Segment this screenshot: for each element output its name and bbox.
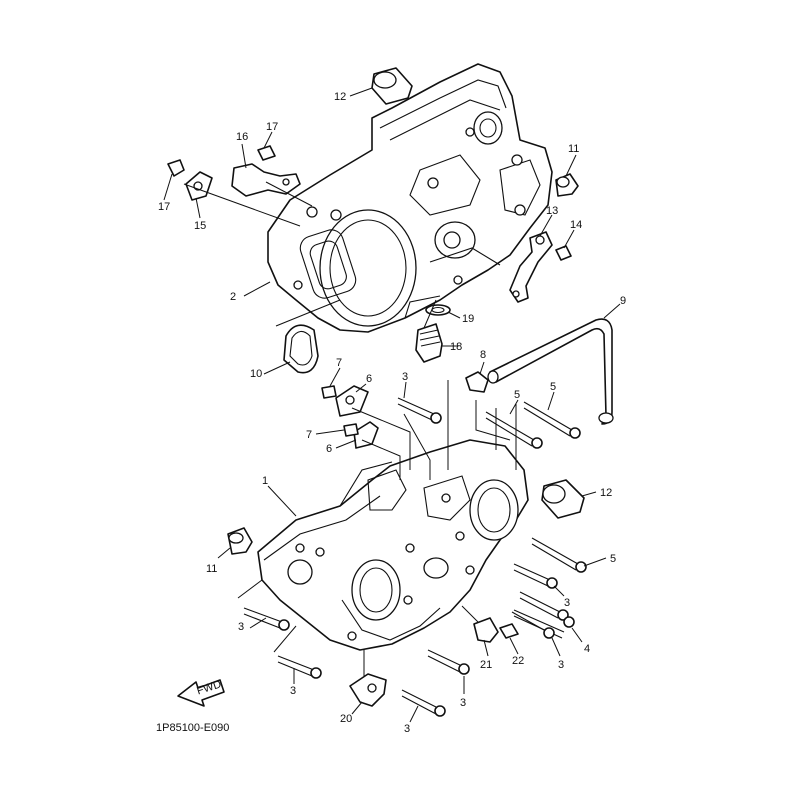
- callout-8: 8: [480, 349, 486, 361]
- plate-13: [509, 231, 553, 303]
- bushing-12-lower: [541, 479, 585, 519]
- crankcase-half-2: [267, 63, 553, 333]
- bolt-3-b: [513, 563, 558, 589]
- bolt-17-b: [257, 145, 276, 161]
- bolt-5-c: [531, 537, 587, 573]
- dowel-11-lower: [227, 527, 253, 555]
- callout-3-a: 3: [402, 371, 408, 383]
- callout-11-lower: 11: [206, 563, 217, 575]
- washer-19: [425, 304, 451, 316]
- callout-3-e: 3: [290, 685, 296, 697]
- bolt-3-c: [519, 591, 569, 621]
- bolt-17-a: [167, 159, 185, 177]
- callout-12-top: 12: [334, 91, 346, 103]
- callout-3-g: 3: [404, 723, 410, 735]
- callout-1: 1: [262, 475, 268, 487]
- sensor-21: [473, 617, 499, 643]
- fitting-8: [465, 371, 489, 393]
- callout-6-upper: 6: [366, 373, 372, 385]
- bolt-5-a: [523, 401, 581, 439]
- callout-15: 15: [194, 220, 206, 232]
- callout-12-lower: 12: [600, 487, 612, 499]
- bolt-22: [499, 623, 519, 639]
- callout-3-c: 3: [558, 659, 564, 671]
- callout-3-b: 3: [564, 597, 570, 609]
- callout-9: 9: [620, 295, 626, 307]
- callout-11-top: 11: [568, 143, 579, 155]
- clip-6-upper: [335, 385, 369, 417]
- callout-6-lower: 6: [326, 443, 332, 455]
- bolt-3-h: [401, 689, 446, 717]
- bolt-14: [555, 245, 572, 261]
- callout-13: 13: [546, 205, 558, 217]
- bolt-3-f: [277, 655, 322, 679]
- clip-6-lower: [353, 421, 379, 449]
- bolt-7-upper: [321, 385, 337, 399]
- callout-20: 20: [340, 713, 352, 725]
- assembly-guide-lines: [183, 181, 517, 676]
- bolt-5-b: [485, 411, 543, 449]
- callout-18: 18: [450, 341, 462, 353]
- callout-5-b: 5: [514, 389, 520, 401]
- callout-21: 21: [480, 659, 492, 671]
- forward-direction-badge: FWD: [177, 678, 225, 707]
- callout-2: 2: [230, 291, 236, 303]
- callout-5-a: 5: [550, 381, 556, 393]
- bolt-3-g: [427, 649, 470, 675]
- callout-10: 10: [250, 368, 262, 380]
- callout-16: 16: [236, 131, 248, 143]
- callout-5-c: 5: [610, 553, 616, 565]
- crankcase-half-1: [257, 439, 529, 651]
- bushing-12-upper: [371, 67, 413, 105]
- gasket-10: [283, 324, 319, 374]
- guide-20: [349, 673, 387, 707]
- callout-3-d: 3: [238, 621, 244, 633]
- bolt-3-a: [397, 397, 442, 424]
- drain-bolt-18: [415, 323, 443, 363]
- callout-7-lower: 7: [306, 429, 312, 441]
- bracket-16: [231, 163, 301, 197]
- hose-9: [487, 318, 614, 425]
- callout-4: 4: [584, 643, 590, 655]
- callout-3-f: 3: [460, 697, 466, 709]
- diagram-code: 1P85100-E090: [156, 722, 229, 734]
- bolt-3-e: [243, 607, 290, 631]
- bolt-7-lower: [343, 423, 359, 437]
- bolt-3-d: [511, 611, 555, 639]
- dowel-11-upper: [555, 173, 579, 197]
- callout-7-upper: 7: [336, 357, 342, 369]
- callout-14: 14: [570, 219, 582, 231]
- callout-19: 19: [462, 313, 474, 325]
- callout-17-a: 17: [266, 121, 278, 133]
- callout-22: 22: [512, 655, 524, 667]
- callout-leaders: [163, 87, 621, 723]
- callout-17-b: 17: [158, 201, 170, 213]
